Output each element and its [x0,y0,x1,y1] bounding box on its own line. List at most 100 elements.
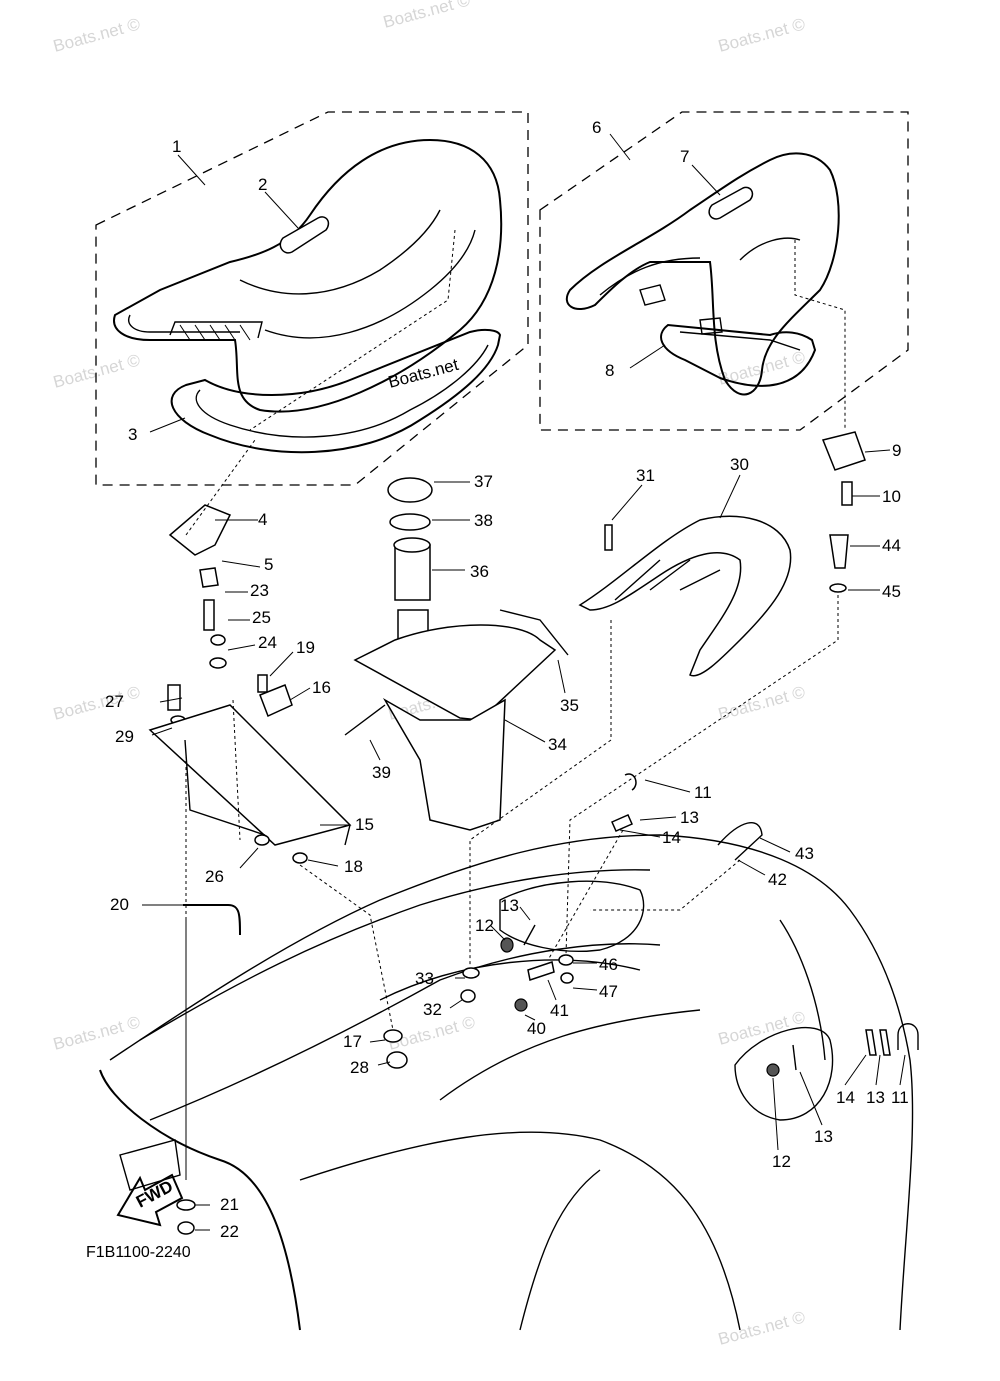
callout: 13 [680,808,699,827]
callout: 40 [527,1019,546,1038]
pin-39 [344,704,386,736]
callout: 3 [128,425,137,444]
plate-15 [148,704,352,846]
nut-28 [386,1051,408,1069]
hull-drawing [99,834,914,1331]
bolt-44 [829,534,849,569]
fwd-label: FWD [133,1177,176,1212]
callout: 5 [264,555,273,574]
callout: 29 [115,727,134,746]
washer-46 [558,954,574,966]
callout: 2 [258,175,267,194]
nut-26 [254,834,270,846]
bracket-4 [168,504,232,556]
bracket-9 [821,431,866,471]
watermark: Boats.net © [51,350,142,392]
callout: 27 [105,692,124,711]
hardware-right [821,431,866,593]
callout: 10 [882,487,901,506]
clip-41 [527,961,555,981]
callout: 24 [258,633,277,652]
nut-12 [500,937,514,953]
bolt-31 [604,524,613,551]
callout: 14 [662,828,681,847]
callout: 43 [795,844,814,863]
watermark: Boats.net © [381,0,472,32]
callout: 31 [636,466,655,485]
callout: 18 [344,857,363,876]
washer-25 [210,634,226,646]
callout: 9 [892,441,901,460]
storage-box [344,477,569,831]
callout: 21 [220,1195,239,1214]
bolt-5 [199,567,219,588]
clip-11 [624,773,637,791]
callout: 12 [772,1152,791,1171]
callout: 36 [470,562,489,581]
clip-11-lower [897,1023,919,1050]
washer-45 [829,583,847,593]
bolt-10 [841,481,853,506]
callout: 47 [599,982,618,1001]
callout: 7 [680,147,689,166]
plate-14-lower [865,1029,877,1056]
callout: 45 [882,582,901,601]
callout: 22 [220,1222,239,1241]
callout: 11 [891,1088,909,1107]
nut-12-lower [766,1063,780,1077]
pin-13 [523,924,536,946]
watermark: Boats.net © [716,1307,807,1349]
callout: 25 [252,608,271,627]
bolt-23 [203,599,215,631]
callout: 41 [550,1001,569,1020]
hand-grip [578,515,792,677]
plate-13-lower [879,1029,891,1056]
callout: 38 [474,511,493,530]
callout: 44 [882,536,901,555]
callout: 34 [548,735,567,754]
callout: 32 [423,1000,442,1019]
seat-6-drawing [565,152,846,430]
callout: 11 [694,783,712,802]
bolt-19 [257,674,268,693]
washer-33 [462,967,480,979]
seat-6-group-box [539,111,909,431]
rod-20 [183,904,241,936]
callout: 6 [592,118,601,137]
washer-24 [209,657,227,669]
callout: 1 [172,137,181,156]
callout: 13 [500,896,519,915]
hardware-left [148,504,352,1235]
washer-17 [383,1029,403,1043]
gasket-35 [499,609,569,656]
callout: 23 [250,581,269,600]
callout: 13 [814,1127,833,1146]
seat-1-drawing [113,138,503,454]
callout: 4 [258,510,267,529]
watermark: Boats.net © [51,14,142,56]
callout: 30 [730,455,749,474]
plate-13 [611,814,633,832]
seat-1-group-box [95,111,529,486]
nut-32 [460,989,476,1003]
callout: 12 [475,916,494,935]
bolt-27 [167,684,181,711]
callout: 16 [312,678,331,697]
watermark: Boats.net © [716,682,807,724]
callout: 15 [355,815,374,834]
callout: 46 [599,955,618,974]
callout: 14 [836,1088,855,1107]
callout: 8 [605,361,614,380]
box-34 [353,624,557,721]
nut-18 [292,852,308,864]
callout: 13 [866,1088,885,1107]
callout: 35 [560,696,579,715]
callout-labels: 1 2 3 4 5 23 25 24 19 16 27 29 15 26 18 … [105,118,909,1241]
filler-36 [394,544,431,601]
callout: 26 [205,867,224,886]
callout: 37 [474,472,493,491]
nut-22 [177,1221,195,1235]
watermark: Boats.net © [716,14,807,56]
